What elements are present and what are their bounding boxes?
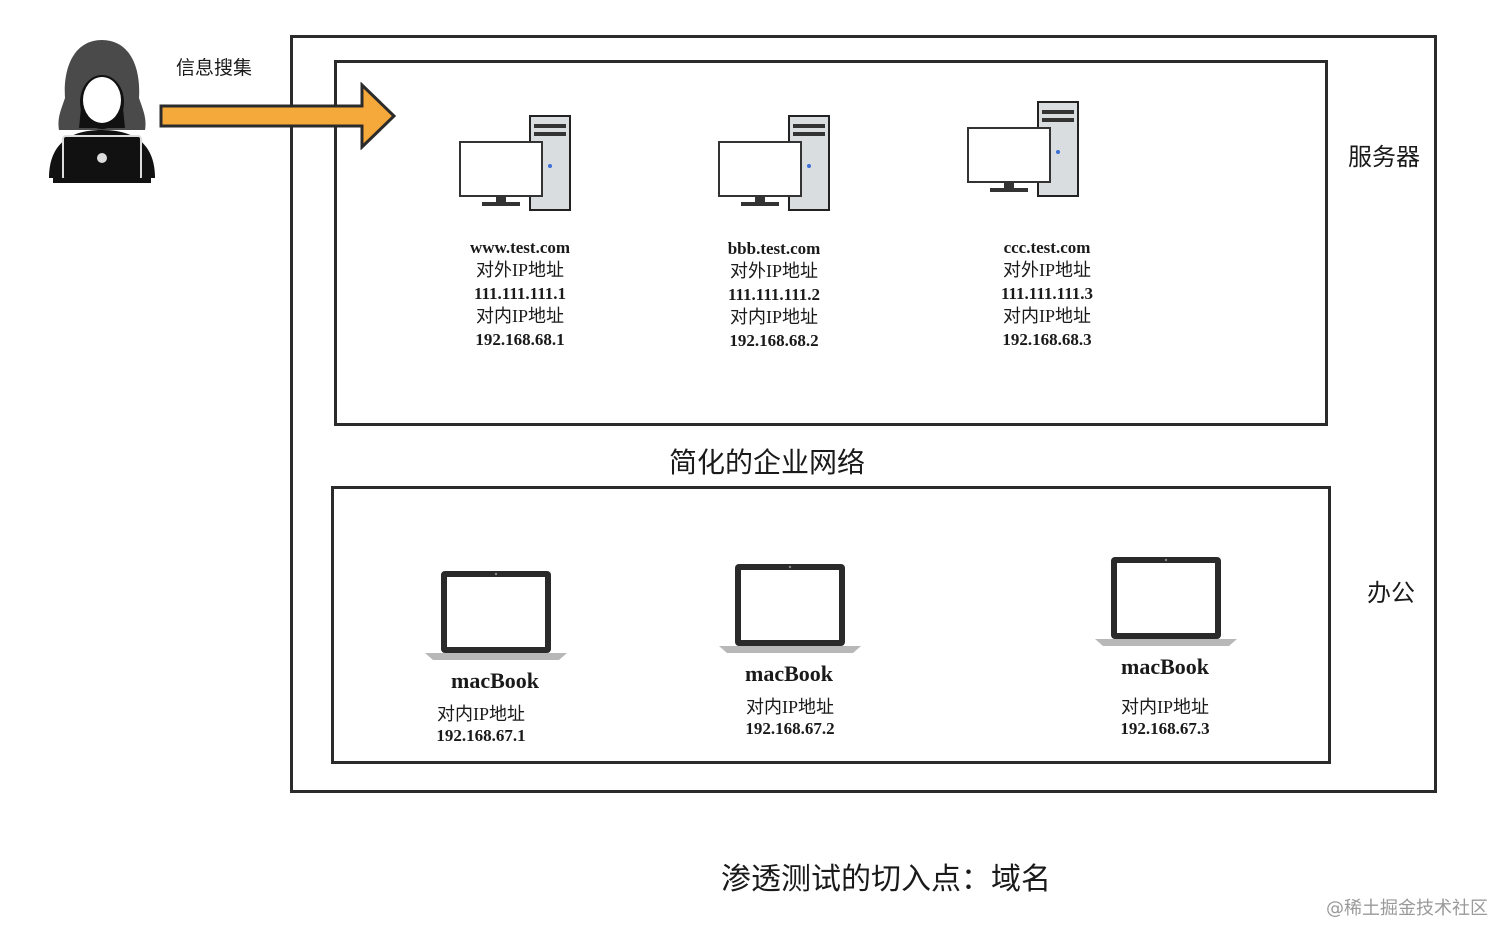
internal-ip-label: 对内IP地址	[729, 307, 818, 327]
external-ip-label: 对外IP地址	[1002, 260, 1091, 280]
internal-ip: 192.168.67.2	[745, 719, 835, 738]
server-computer-icon	[459, 115, 571, 211]
server-computer-icon	[967, 101, 1079, 197]
internal-ip: 192.168.67.1	[436, 726, 526, 745]
internal-ip-label: 对内IP地址	[1002, 306, 1091, 326]
office-region-label: 办公	[1367, 579, 1415, 607]
external-ip: 111.111.111.1	[473, 284, 567, 303]
internal-ip: 192.168.67.3	[1120, 719, 1210, 738]
laptop-info: 对内IP地址 192.168.67.1	[436, 703, 525, 747]
server-info: ccc.test.com 对外IP地址 111.111.111.3 对内IP地址…	[1001, 236, 1093, 351]
internal-ip-label: 对内IP地址	[475, 306, 564, 326]
laptop-icon	[425, 571, 567, 660]
diagram-caption: 渗透测试的切入点：域名	[721, 862, 1051, 897]
internal-ip-label: 对内IP地址	[1120, 697, 1209, 717]
server-domain: www.test.com	[469, 238, 571, 257]
external-ip: 111.111.111.2	[727, 285, 821, 304]
laptop-info: 对内IP地址 192.168.67.3	[1120, 696, 1209, 740]
office-zone-box	[331, 486, 1331, 764]
external-ip-label: 对外IP地址	[729, 261, 818, 281]
server-info: www.test.com 对外IP地址 111.111.111.1 对内IP地址…	[470, 236, 570, 351]
server-computer-icon	[718, 115, 830, 211]
internal-ip: 192.168.68.3	[1002, 330, 1092, 349]
laptop-icon	[719, 564, 861, 653]
watermark: @稀土掘金技术社区	[1326, 898, 1488, 919]
laptop-name: macBook	[745, 661, 833, 686]
external-ip: 111.111.111.3	[1000, 284, 1094, 303]
laptop-name: macBook	[1121, 654, 1209, 679]
internal-ip-label: 对内IP地址	[436, 704, 525, 724]
internal-ip: 192.168.68.1	[475, 330, 565, 349]
hacker-icon	[49, 40, 155, 183]
attack-arrow	[159, 82, 397, 150]
server-domain: ccc.test.com	[1003, 238, 1091, 257]
server-zone-box	[334, 60, 1328, 426]
internal-ip-label: 对内IP地址	[745, 697, 834, 717]
laptop-name: macBook	[451, 668, 539, 693]
external-ip-label: 对外IP地址	[475, 260, 564, 280]
internal-ip: 192.168.68.2	[729, 331, 819, 350]
server-info: bbb.test.com 对外IP地址 111.111.111.2 对内IP地址…	[728, 237, 821, 352]
laptop-info: 对内IP地址 192.168.67.2	[745, 696, 834, 740]
server-region-label: 服务器	[1348, 143, 1420, 171]
network-title: 简化的企业网络	[668, 446, 866, 479]
enterprise-network-box	[290, 35, 1437, 793]
info-gathering-label: 信息搜集	[176, 57, 253, 79]
laptop-icon	[1095, 557, 1237, 646]
server-domain: bbb.test.com	[727, 239, 821, 258]
